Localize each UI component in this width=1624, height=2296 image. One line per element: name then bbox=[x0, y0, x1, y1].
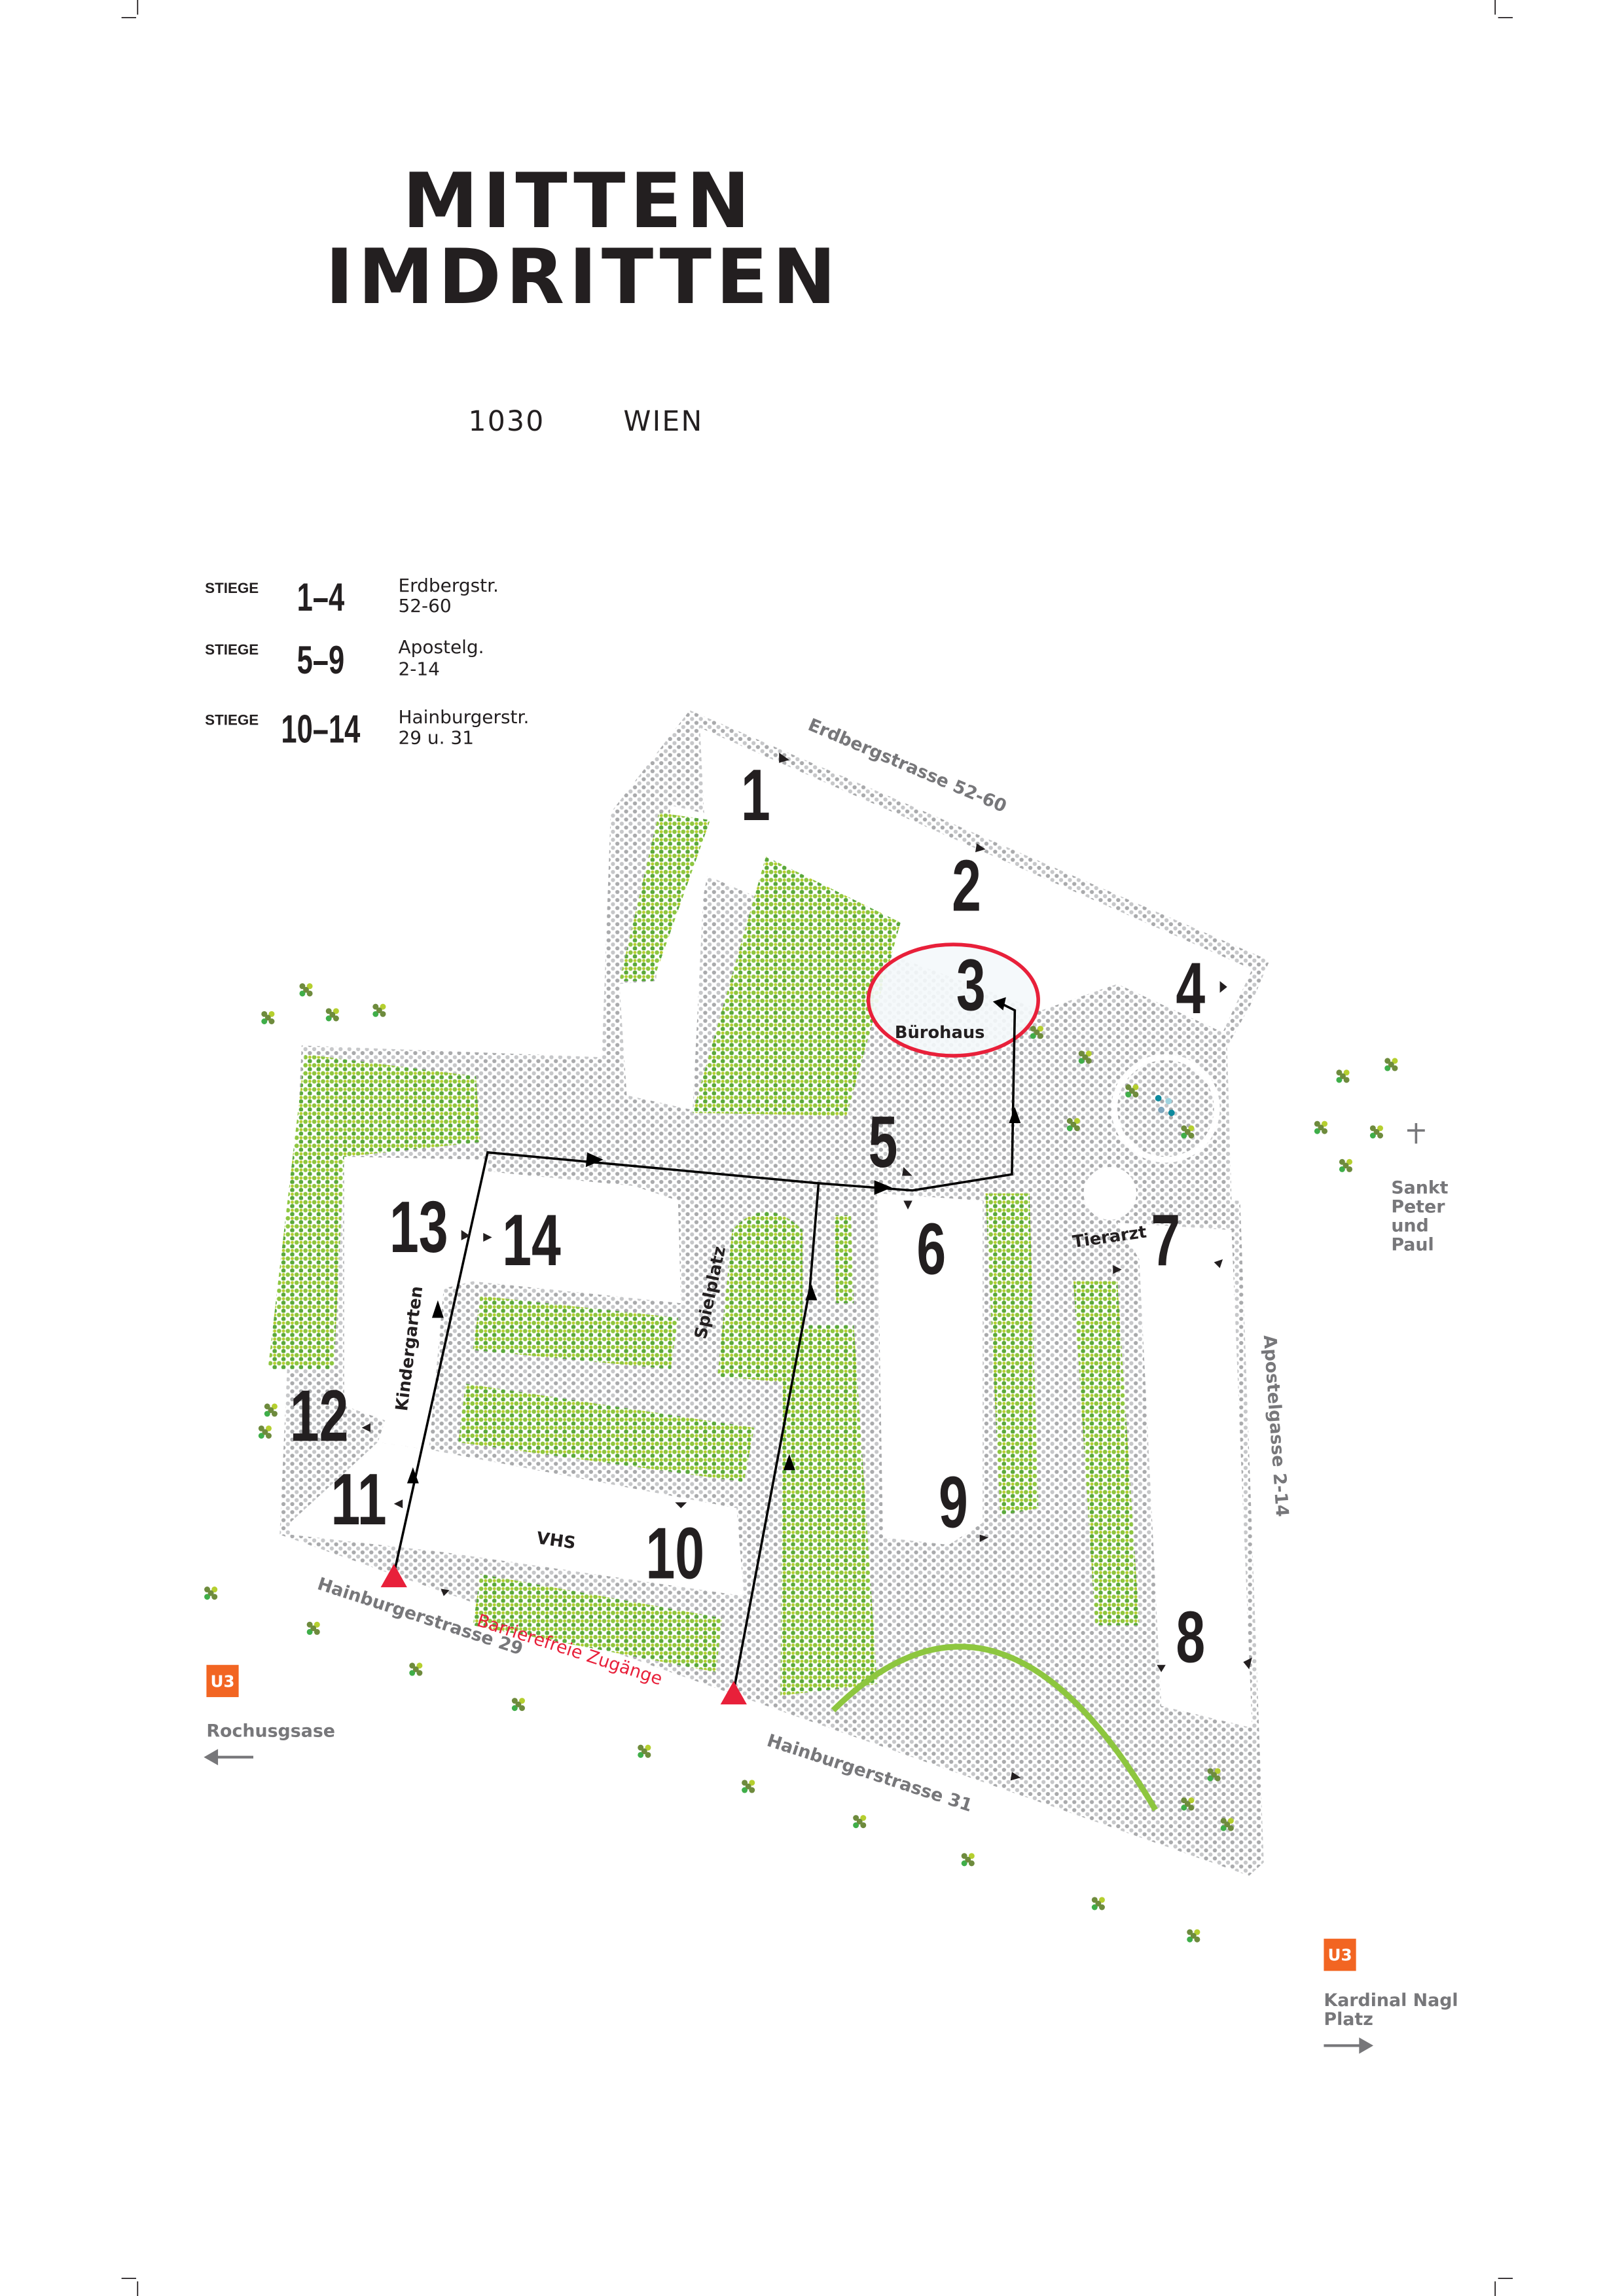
legend-numbers: 52-60 bbox=[398, 595, 451, 617]
tree-icon bbox=[299, 983, 313, 997]
stair-6[interactable]: 6 bbox=[916, 1208, 946, 1289]
church-label: Paul bbox=[1391, 1235, 1434, 1255]
legend-row: STIEGE 1–4 Erdbergstr. 52-60 bbox=[205, 575, 499, 620]
route-arrows bbox=[406, 997, 1021, 1484]
stair-8[interactable]: 8 bbox=[1176, 1596, 1205, 1677]
transit-rochusgasse: U3 Rochusgsase bbox=[204, 1664, 335, 1766]
stair-legend: STIEGE 1–4 Erdbergstr. 52-60 STIEGE 5–9 … bbox=[205, 575, 529, 751]
legend-street: Hainburgerstr. bbox=[398, 706, 529, 728]
tree-icon bbox=[1220, 1818, 1234, 1831]
tree-icon bbox=[1187, 1929, 1200, 1943]
tree-icon bbox=[1207, 1768, 1221, 1782]
tree-icon bbox=[1369, 1125, 1384, 1139]
tree-icon bbox=[1181, 1797, 1195, 1811]
stair-10[interactable]: 10 bbox=[646, 1513, 705, 1594]
accessible-entrance-marker[interactable] bbox=[380, 1564, 407, 1588]
legend-numbers: 2-14 bbox=[398, 658, 439, 679]
highlight-ring-buerohaus[interactable] bbox=[866, 942, 1040, 1058]
stair-numbers: 1 2 3 4 5 6 7 8 9 10 11 12 13 14 bbox=[290, 754, 1205, 1678]
transit-kardinal-nagl-platz: U3 Kardinal Nagl Platz bbox=[1324, 1939, 1458, 2054]
crop-marks bbox=[121, 0, 1513, 2296]
stair-3[interactable]: 3 bbox=[956, 944, 986, 1026]
arrow-right-icon bbox=[1324, 2037, 1374, 2054]
church-label: und bbox=[1391, 1216, 1428, 1236]
tree-icon bbox=[638, 1744, 651, 1758]
buerohaus-label: Bürohaus bbox=[895, 1023, 985, 1043]
site-map: 1 2 3 4 5 6 7 8 9 10 11 12 13 14 Bürohau… bbox=[204, 710, 1449, 1943]
tree-icon bbox=[1125, 1084, 1139, 1098]
stair-12[interactable]: 12 bbox=[290, 1374, 349, 1456]
arrow-left-icon bbox=[204, 1749, 253, 1766]
tree-icon bbox=[409, 1662, 423, 1676]
tree-icon bbox=[1339, 1158, 1353, 1172]
title-line-1: MITTEN bbox=[403, 157, 755, 245]
stair-1[interactable]: 1 bbox=[741, 754, 770, 836]
stair-7[interactable]: 7 bbox=[1151, 1199, 1180, 1281]
fountain bbox=[1155, 1095, 1175, 1117]
city: WIEN bbox=[623, 406, 703, 438]
cross-icon bbox=[1407, 1122, 1425, 1144]
tree-icon bbox=[372, 1003, 386, 1017]
station-name: Platz bbox=[1324, 2009, 1373, 2030]
stair-14[interactable]: 14 bbox=[502, 1199, 561, 1281]
tree-icon bbox=[1091, 1897, 1105, 1910]
tree-icon bbox=[264, 1403, 278, 1417]
church-label: Sankt bbox=[1391, 1177, 1448, 1198]
station-name: Kardinal Nagl bbox=[1324, 1990, 1458, 2011]
title-line-2: IMDRITTEN bbox=[325, 233, 840, 321]
tree-icon bbox=[742, 1780, 755, 1793]
tree-icon bbox=[1384, 1058, 1398, 1071]
tree-icon bbox=[325, 1008, 339, 1022]
church-sankt-peter-und-paul: Sankt Peter und Paul bbox=[1391, 1122, 1449, 1255]
tree-icon bbox=[1066, 1118, 1080, 1132]
u3-label: U3 bbox=[210, 1672, 234, 1691]
station-name: Rochusgsase bbox=[206, 1721, 335, 1741]
stair-5[interactable]: 5 bbox=[869, 1101, 898, 1183]
legend-street: Erdbergstr. bbox=[398, 575, 498, 596]
tree-icon bbox=[511, 1698, 525, 1712]
legend-range: 10–14 bbox=[281, 707, 360, 751]
tree-icon bbox=[261, 1011, 275, 1024]
legend-range: 5–9 bbox=[297, 638, 345, 683]
u3-label: U3 bbox=[1327, 1946, 1352, 1965]
tree-icon bbox=[961, 1853, 975, 1867]
legend-prefix: STIEGE bbox=[205, 580, 259, 596]
stair-9[interactable]: 9 bbox=[939, 1461, 968, 1543]
legend-street: Apostelg. bbox=[398, 636, 484, 658]
tree-icon bbox=[1314, 1121, 1328, 1134]
green-arc bbox=[831, 1643, 1158, 1812]
tree-icon bbox=[204, 1587, 218, 1600]
stair-4[interactable]: 4 bbox=[1176, 947, 1205, 1029]
green-areas bbox=[268, 812, 1140, 1696]
tree-icon bbox=[1336, 1069, 1350, 1083]
accessible-entrance-markers bbox=[380, 1564, 747, 1705]
stair-11[interactable]: 11 bbox=[331, 1458, 387, 1540]
legend-numbers: 29 u. 31 bbox=[398, 727, 474, 749]
postal-code: 1030 bbox=[468, 406, 545, 438]
accessible-entrance-marker[interactable] bbox=[720, 1681, 747, 1705]
tree-icon bbox=[853, 1815, 867, 1829]
tree-icon bbox=[1181, 1125, 1195, 1139]
legend-prefix: STIEGE bbox=[205, 641, 259, 658]
church-label: Peter bbox=[1391, 1196, 1445, 1217]
u3-badge bbox=[1324, 1939, 1356, 1971]
legend-prefix: STIEGE bbox=[205, 711, 259, 728]
stair-13[interactable]: 13 bbox=[389, 1186, 448, 1268]
u3-badge bbox=[206, 1664, 239, 1697]
legend-range: 1–4 bbox=[297, 575, 345, 620]
stair-2[interactable]: 2 bbox=[952, 845, 981, 927]
street-apostelgasse: Apostelgasse 2-14 bbox=[1259, 1335, 1292, 1518]
legend-row: STIEGE 10–14 Hainburgerstr. 29 u. 31 bbox=[205, 706, 529, 751]
tree-icon bbox=[258, 1425, 272, 1439]
entrance-markers bbox=[361, 752, 1252, 1781]
tree-icon bbox=[1030, 1026, 1043, 1039]
tree-icon bbox=[306, 1621, 320, 1635]
tree-icon bbox=[1078, 1050, 1092, 1064]
buildings bbox=[289, 727, 1267, 1728]
fountain-plaza bbox=[1111, 1054, 1220, 1163]
legend-row: STIEGE 5–9 Apostelg. 2-14 bbox=[205, 636, 484, 683]
trees bbox=[204, 983, 1398, 1943]
